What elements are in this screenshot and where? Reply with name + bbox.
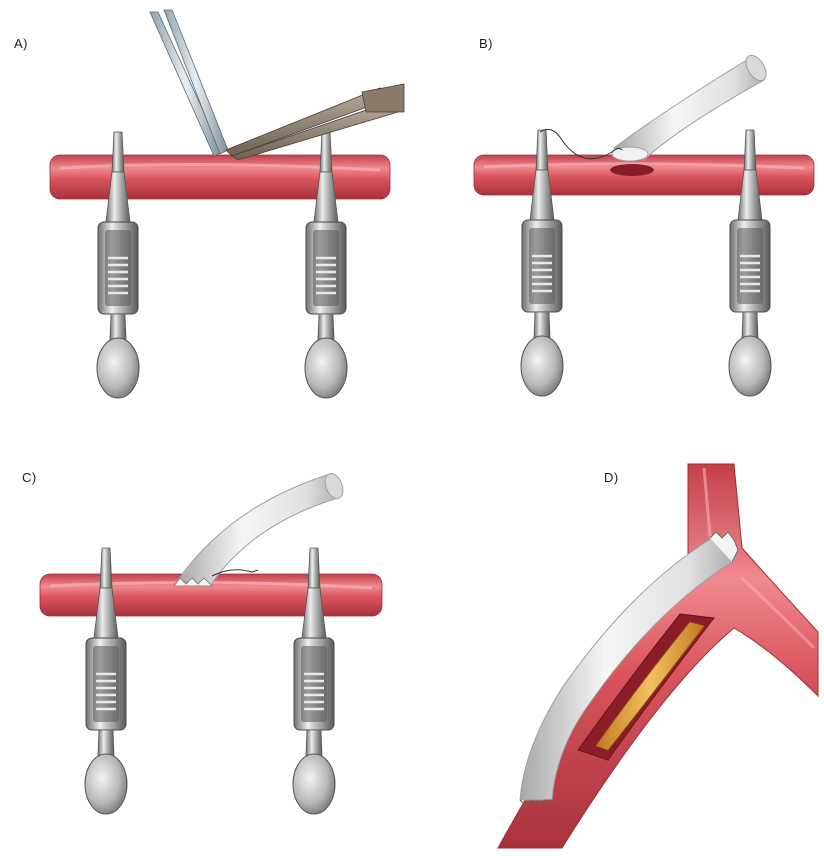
- panel-c-illustration: [0, 428, 412, 856]
- panel-b-illustration: [412, 0, 824, 420]
- arteriotomy-incision: [610, 164, 654, 176]
- panel-d: D): [412, 428, 824, 856]
- suture-thread: [540, 129, 622, 158]
- panel-c: C): [0, 428, 412, 856]
- panel-a-illustration: [0, 0, 412, 420]
- panel-b: B): [412, 0, 824, 420]
- artery-segment: [50, 155, 390, 199]
- panel-d-illustration: [412, 428, 824, 856]
- vascular-graft: [174, 471, 346, 586]
- forceps-icon: [150, 10, 228, 156]
- panel-a: A): [0, 0, 412, 420]
- scissors-icon: [226, 84, 404, 160]
